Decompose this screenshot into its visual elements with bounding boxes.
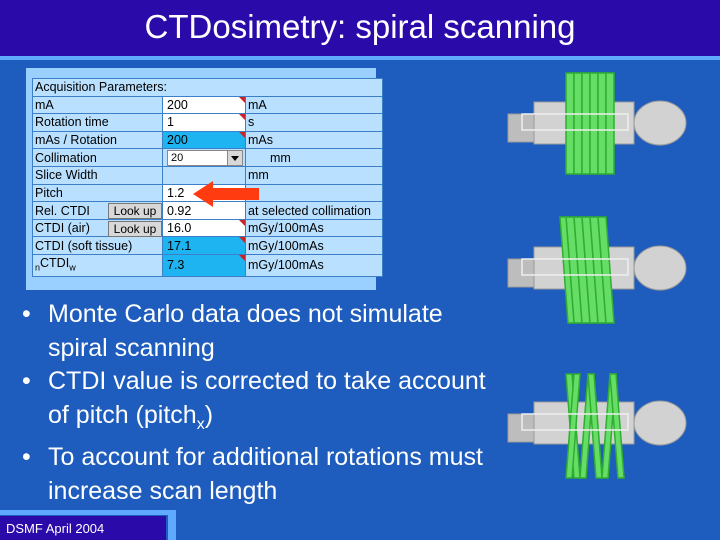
spiral-scan-diagram	[507, 216, 687, 324]
table-row: Slice Width mm	[32, 166, 383, 185]
table-row: CTDI (soft tissue) 17.1 mGy/100mAs	[32, 236, 383, 256]
bullet-list: •Monte Carlo data does not simulate spir…	[22, 298, 502, 508]
footer-text: DSMF April 2004	[6, 521, 105, 536]
ctdi-soft-tissue-value: 17.1	[162, 236, 246, 256]
table-row: mAs / Rotation 200 mAs	[32, 130, 383, 150]
axial-scan-diagram	[507, 72, 687, 175]
table-row: mA 200 mA	[32, 95, 383, 115]
row-label: mAs / Rotation	[32, 130, 163, 150]
mas-rotation-value: 200	[162, 130, 246, 150]
slide-title: CTDosimetry: spiral scanning	[144, 8, 576, 45]
row-label: nCTDIw	[32, 254, 163, 277]
title-underline	[0, 56, 720, 60]
bullet-item: •Monte Carlo data does not simulate spir…	[22, 300, 443, 362]
footer-accent	[0, 510, 176, 515]
acquisition-header: Acquisition Parameters:	[32, 78, 383, 97]
row-label: CTDI (air)Look up	[32, 218, 163, 238]
rotation-time-input[interactable]: 1	[162, 113, 246, 132]
row-label: Slice Width	[32, 166, 163, 185]
acquisition-table: Acquisition Parameters: mA 200 mA Rotati…	[32, 78, 383, 277]
row-label: Collimation	[32, 148, 163, 168]
row-label: Pitch	[32, 183, 163, 203]
red-arrow-icon	[193, 181, 259, 207]
bullet-item: •CTDI value is corrected to take account…	[22, 367, 486, 433]
spiral-high-pitch-diagram	[507, 373, 687, 479]
row-unit: mGy/100mAs	[245, 236, 383, 256]
table-row: Collimation 20 mm	[32, 148, 383, 168]
row-label: mA	[32, 95, 163, 115]
row-label: CTDI (soft tissue)	[32, 236, 163, 256]
ctdi-air-value: 16.0	[162, 218, 246, 238]
row-unit: mA	[245, 95, 383, 115]
row-label: Rotation time	[32, 113, 163, 132]
row-unit: mm	[245, 148, 383, 168]
row-unit	[245, 183, 383, 203]
row-unit: mGy/100mAs	[245, 254, 383, 277]
table-row: nCTDIw 7.3 mGy/100mAs	[32, 254, 383, 277]
lookup-button[interactable]: Look up	[108, 220, 162, 237]
footer-accent-vertical	[168, 510, 176, 540]
title-bar: CTDosimetry: spiral scanning	[0, 0, 720, 56]
ma-input[interactable]: 200	[162, 95, 246, 115]
patient-head-icon	[633, 100, 687, 146]
scan-slices	[565, 72, 615, 175]
footer-bar: DSMF April 2004	[0, 516, 166, 540]
row-unit: mGy/100mAs	[245, 218, 383, 238]
nctdiw-value: 7.3	[162, 254, 246, 277]
table-row: Rotation time 1 s	[32, 113, 383, 132]
chevron-down-icon[interactable]	[227, 151, 242, 166]
row-unit: s	[245, 113, 383, 132]
collimation-select-cell: 20	[162, 148, 246, 168]
bullet-item: •To account for additional rotations mus…	[22, 443, 483, 505]
table-row: CTDI (air)Look up 16.0 mGy/100mAs	[32, 218, 383, 238]
row-unit: mAs	[245, 130, 383, 150]
collimation-select[interactable]: 20	[167, 150, 243, 167]
lookup-button[interactable]: Look up	[108, 203, 162, 220]
row-unit: mm	[245, 166, 383, 185]
row-unit: at selected collimation	[245, 201, 383, 220]
